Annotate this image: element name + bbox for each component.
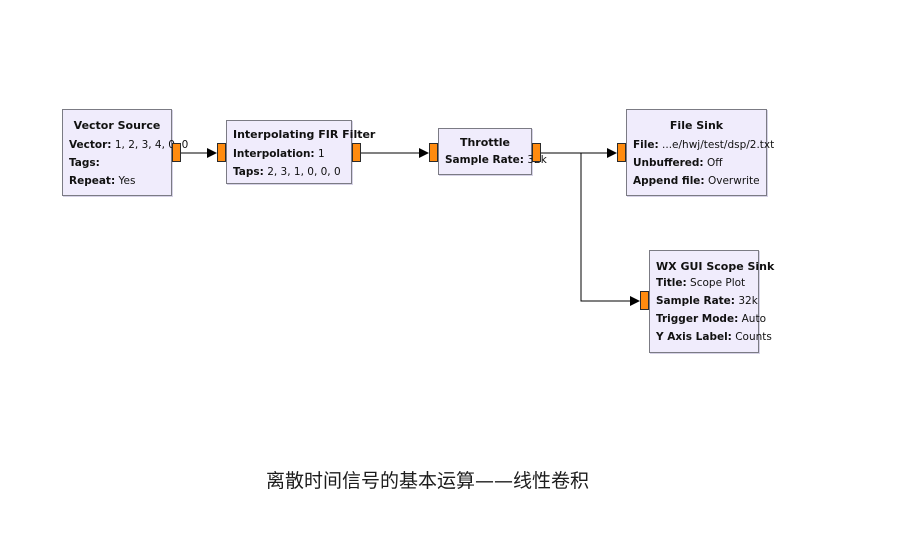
block-title: Throttle [459,136,511,149]
wire-throttle-to-scope[interactable] [580,153,640,306]
param-unbuffered: Unbuffered: Off [633,157,723,169]
param-trigger-mode: Trigger Mode: Auto [656,313,766,325]
param-y-axis-label: Y Axis Label: Counts [656,331,772,343]
param-sample-rate: Sample Rate: 32k [656,295,758,307]
scope-sink-in-port[interactable] [640,291,649,310]
param-repeat: Repeat: Yes [69,175,136,187]
param-taps: Taps: 2, 3, 1, 0, 0, 0 [233,166,341,178]
block-title: WX GUI Scope Sink [656,260,775,273]
block-title: Interpolating FIR Filter [233,128,376,141]
param-append-file: Append file: Overwrite [633,175,760,187]
param-title: Title: Scope Plot [656,277,746,289]
vector-source-out-port[interactable] [172,143,181,162]
param-tags: Tags: [69,157,100,169]
throttle-block[interactable]: Throttle Sample Rate: 32k [438,128,547,175]
param-sample-rate: Sample Rate: 32k [445,154,547,166]
fir-filter-out-port[interactable] [352,143,361,162]
throttle-out-port[interactable] [532,143,541,162]
block-title: File Sink [669,119,724,132]
param-vector: Vector: 1, 2, 3, 4, 0, 0 [69,139,189,151]
block-title: Vector Source [73,119,161,132]
fir-filter-in-port[interactable] [217,143,226,162]
fir-filter-block[interactable]: Interpolating FIR Filter Interpolation: … [226,120,376,184]
param-file: File: ...e/hwj/test/dsp/2.txt [633,139,775,151]
scope-sink-block[interactable]: WX GUI Scope Sink Title: Scope Plot Samp… [649,250,775,353]
throttle-in-port[interactable] [429,143,438,162]
param-interpolation: Interpolation: 1 [233,148,325,160]
file-sink-block[interactable]: File Sink File: ...e/hwj/test/dsp/2.txt … [626,109,775,196]
file-sink-in-port[interactable] [617,143,626,162]
vector-source-block[interactable]: Vector Source Vector: 1, 2, 3, 4, 0, 0 T… [62,109,189,196]
figure-caption: 离散时间信号的基本运算——线性卷积 [265,470,589,492]
